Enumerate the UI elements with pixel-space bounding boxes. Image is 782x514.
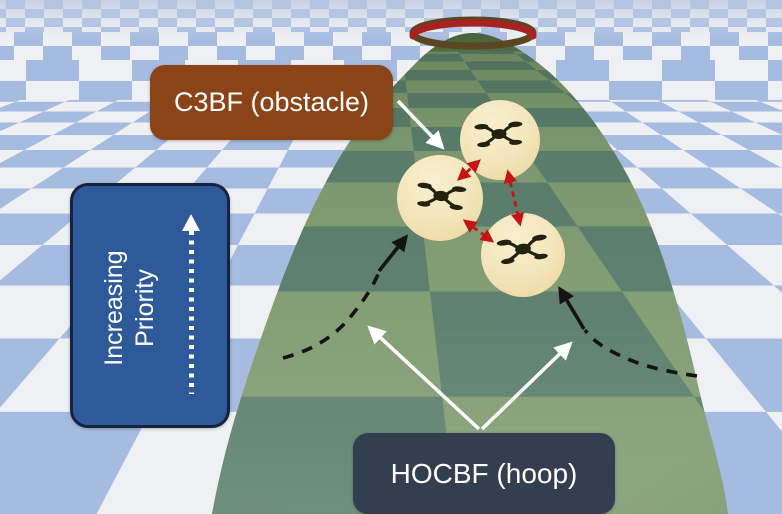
priority-up-arrow-icon bbox=[182, 214, 200, 231]
priority-up-arrow-dashes bbox=[189, 231, 194, 394]
horizon-haze bbox=[0, 0, 782, 42]
priority-label-text: Increasing Priority bbox=[99, 186, 163, 430]
c3bf-label-text: C3BF (obstacle) bbox=[174, 87, 369, 118]
c3bf-obstacle-label: C3BF (obstacle) bbox=[150, 65, 393, 140]
priority-line1: Increasing bbox=[99, 186, 130, 430]
priority-line2: Priority bbox=[130, 186, 161, 430]
hocbf-hoop-label: HOCBF (hoop) bbox=[353, 433, 615, 514]
increasing-priority-legend: Increasing Priority bbox=[70, 183, 230, 428]
hocbf-label-text: HOCBF (hoop) bbox=[391, 458, 578, 490]
